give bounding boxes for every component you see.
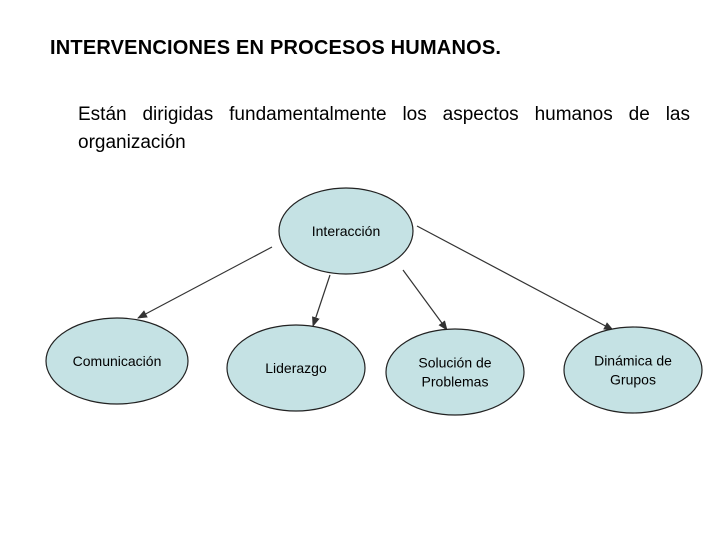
node-ellipse-dinamica <box>563 326 703 414</box>
node-label-solucion-2: Problemas <box>422 374 489 390</box>
arrow-interaccion-to-dinamica <box>416 225 614 331</box>
edges-layer <box>137 225 614 331</box>
node-ellipse-liderazgo <box>226 324 366 412</box>
node-ellipse-solucion <box>385 328 525 416</box>
node-ellipse-interaccion <box>278 187 414 275</box>
node-label-dinamica-2: Grupos <box>610 372 656 388</box>
arrow-interaccion-to-solucion <box>402 269 448 331</box>
node-label-interaccion: Interacción <box>312 223 380 239</box>
node-label-solucion-1: Solución de <box>418 355 491 371</box>
node-label-comunicacion: Comunicación <box>73 353 162 369</box>
node-dinamica: Dinámica de Grupos <box>563 326 703 414</box>
arrow-interaccion-to-liderazgo <box>312 274 331 327</box>
node-comunicacion: Comunicación <box>45 317 189 405</box>
slide-title: INTERVENCIONES EN PROCESOS HUMANOS. <box>50 37 502 59</box>
node-solucion: Solución de Problemas <box>385 328 525 416</box>
node-interaccion: Interacción <box>278 187 414 275</box>
node-label-liderazgo: Liderazgo <box>265 360 327 376</box>
node-label-dinamica-1: Dinámica de <box>594 353 672 369</box>
node-liderazgo: Liderazgo <box>226 324 366 412</box>
node-ellipse-comunicacion <box>45 317 189 405</box>
arrow-interaccion-to-comunicacion <box>137 246 273 319</box>
slide-body-text: Están dirigidas fundamentalmente los asp… <box>78 104 690 153</box>
